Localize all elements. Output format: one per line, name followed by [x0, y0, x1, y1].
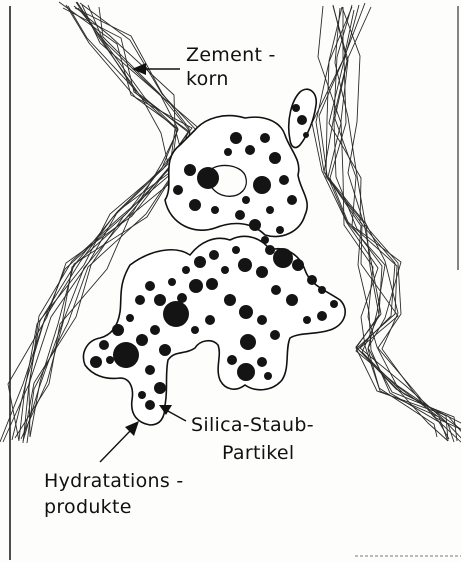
silica-particle [90, 356, 102, 368]
silica-particle [297, 115, 307, 125]
silica-particle [303, 132, 309, 138]
cement-grain-right [312, 3, 461, 443]
silica-particle [227, 355, 237, 365]
arrow-silica [166, 410, 186, 421]
label-produkte: produkte [44, 496, 132, 518]
label-silica-staub: Silica-Staub- [191, 414, 314, 436]
label-korn: korn [186, 68, 229, 90]
silica-particle [205, 315, 215, 325]
silica-particle [159, 344, 171, 356]
silica-particle [145, 281, 155, 291]
silica-particle [257, 357, 267, 367]
silica-particle [173, 185, 183, 195]
silica-particle [249, 219, 261, 231]
silica-particle [191, 326, 199, 334]
silica-particle [135, 295, 145, 305]
silica-particle [317, 311, 327, 321]
grain-strand [329, 5, 461, 439]
silica-particle [318, 286, 326, 294]
label-zement: Zement - [186, 44, 276, 66]
silica-particle [126, 314, 134, 322]
grain-strand [335, 8, 461, 443]
silica-particle [330, 300, 338, 308]
silica-particle [184, 164, 196, 176]
silica-particle [145, 400, 155, 410]
silica-particle [257, 315, 267, 325]
silica-particle [154, 294, 166, 306]
silica-particle [182, 266, 190, 274]
silica-particle [270, 330, 280, 340]
silica-particle [269, 152, 281, 164]
silica-particle [230, 132, 242, 144]
silica-particle [189, 199, 201, 211]
label-hydratations: Hydratations - [44, 470, 184, 492]
silica-particle [253, 176, 271, 194]
silica-particle [260, 133, 270, 143]
grain-strand [333, 6, 454, 442]
silica-particle [224, 148, 232, 156]
silica-particle [279, 175, 289, 185]
grain-strand [330, 3, 448, 441]
label-partikel: Partikel [222, 442, 294, 464]
silica-particle [232, 246, 240, 254]
silica-particle [99, 340, 109, 350]
silica-particle [221, 266, 229, 274]
silica-particle [154, 382, 166, 394]
silica-particle [112, 324, 124, 336]
silica-particle [138, 391, 146, 399]
silica-particle [206, 278, 218, 290]
silica-particle [189, 279, 203, 293]
silica-particle [256, 266, 268, 278]
silica-particle [240, 334, 256, 350]
silica-particle [163, 301, 189, 327]
silica-particle [235, 210, 245, 220]
silica-particle [303, 316, 311, 324]
silica-particle [224, 294, 236, 306]
silica-particle [287, 195, 297, 205]
grain-strand [324, 5, 449, 439]
silica-particle [194, 256, 206, 268]
arrow-hydratation [100, 428, 133, 462]
silica-particle [266, 206, 274, 214]
silica-particle [239, 305, 253, 319]
silica-particle [211, 206, 219, 214]
silica-particle [145, 365, 155, 375]
silica-particle [273, 248, 293, 268]
silica-particle [276, 226, 284, 234]
silica-particle [242, 196, 250, 204]
silica-particle [307, 275, 317, 285]
silica-particle [286, 294, 298, 306]
silica-particle [150, 325, 160, 335]
silica-particle [292, 104, 300, 112]
silica-particle [168, 278, 176, 286]
silica-particle [209, 250, 219, 260]
silica-particle [292, 259, 304, 271]
silica-particle [197, 167, 219, 189]
silica-particle [271, 285, 281, 295]
silica-particle [238, 258, 252, 272]
silica-particle [136, 334, 148, 346]
silica-particle [106, 356, 114, 364]
silica-particle [261, 236, 269, 244]
silica-particle [264, 372, 272, 380]
silica-particle [265, 245, 275, 255]
silica-particle [245, 145, 255, 155]
silica-particle [113, 342, 139, 368]
silica-particle [237, 363, 255, 381]
